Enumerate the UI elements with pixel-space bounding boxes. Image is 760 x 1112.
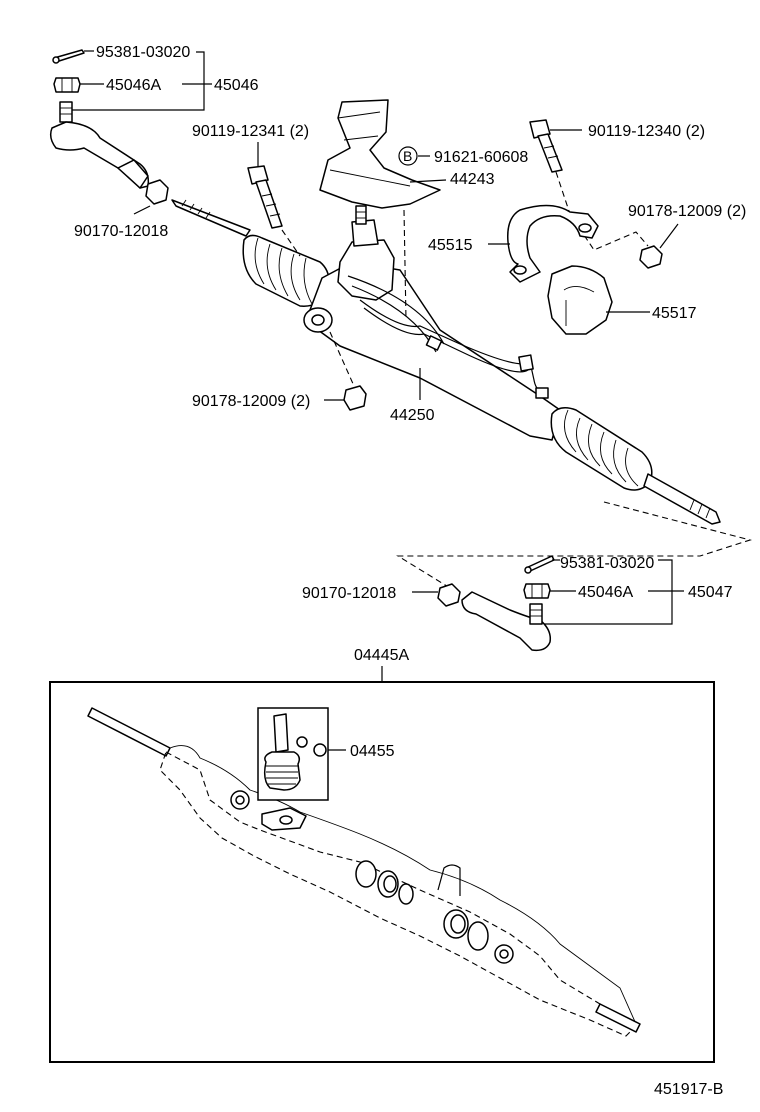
label-tie-rod-end-right: 45047 <box>688 584 733 601</box>
label-nut-bottom: 45046A <box>578 584 633 601</box>
castle-nut-top <box>53 77 81 93</box>
label-lock-nut-right: 90170-12018 <box>302 585 396 602</box>
castle-nut-bottom <box>523 583 551 599</box>
cover-44243 <box>319 99 441 209</box>
tie-rod-end-right <box>461 591 552 652</box>
label-bolt-b-marker: B <box>403 148 412 164</box>
cotter-pin-bottom <box>524 555 555 574</box>
diagram-id: 451917-B <box>654 1081 723 1098</box>
b-marker-circle <box>398 146 418 166</box>
label-cotter-pin-top: 95381-03020 <box>96 44 190 61</box>
label-nut-lower: 90178-12009 (2) <box>192 393 310 410</box>
nut-right <box>639 245 663 269</box>
label-cotter-pin-bottom: 95381-03020 <box>560 555 654 572</box>
kit-rack-outline <box>87 707 641 1037</box>
kit-box <box>49 681 715 1063</box>
label-cover: 44243 <box>450 171 495 188</box>
lock-nut-left <box>145 179 169 205</box>
label-tie-rod-end-left: 45046 <box>214 77 259 94</box>
label-bolt-left: 90119-12341 (2) <box>192 123 309 140</box>
tie-rod-end-left <box>49 101 150 189</box>
label-bracket: 45515 <box>428 237 473 254</box>
label-bolt-b: 91621-60608 <box>434 149 528 166</box>
cotter-pin-top <box>52 49 85 64</box>
label-bushing: 45517 <box>652 305 697 322</box>
steering-rack-assembly <box>171 199 721 525</box>
bolt-right <box>529 119 563 173</box>
bracket-45515 <box>507 204 599 283</box>
nut-lower <box>343 385 367 411</box>
seal-kit-parts <box>263 713 327 791</box>
label-gasket-kit: 04445A <box>354 647 409 664</box>
label-bolt-right: 90119-12340 (2) <box>588 123 705 140</box>
label-seal-kit: 04455 <box>350 743 395 760</box>
bushing-45517 <box>547 265 613 335</box>
bolt-left <box>247 165 283 229</box>
label-rack-assy: 44250 <box>390 407 435 424</box>
label-nut-right: 90178-12009 (2) <box>628 203 746 220</box>
label-lock-nut-left: 90170-12018 <box>74 223 168 240</box>
label-nut-top: 45046A <box>106 77 161 94</box>
lock-nut-right <box>437 583 461 607</box>
